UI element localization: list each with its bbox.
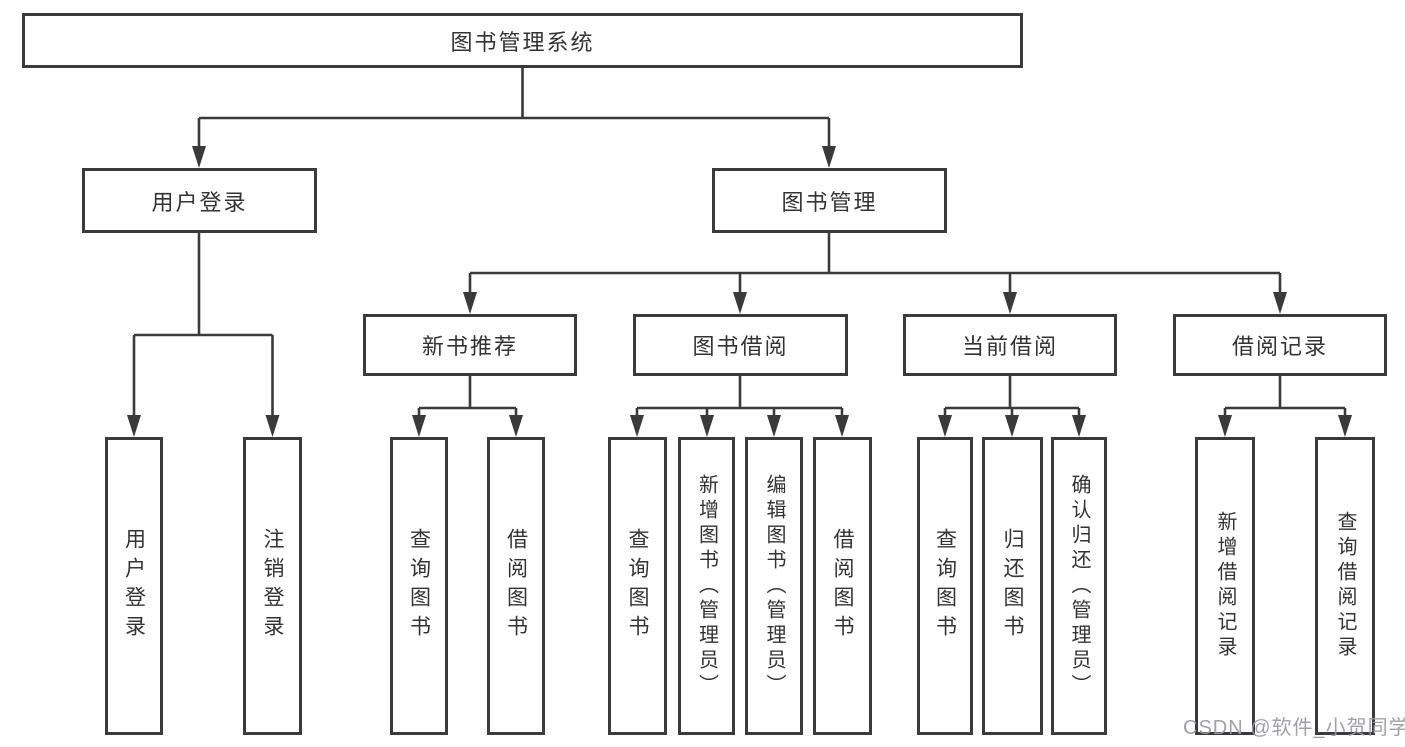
leaf-borrow-books-1: 借阅图书 [487,437,545,735]
leaf-query-borrow-record: 查询借阅记录 [1315,437,1375,735]
csdn-watermark: CSDN @软件_小贺同学 [1183,717,1405,739]
leaf-logout: 注销登录 [243,437,302,735]
node-borrowing-records: 借阅记录 [1173,314,1387,376]
node-book-borrowing: 图书借阅 [633,314,848,376]
leaf-edit-books-admin: 编辑图书（管理员） [745,437,803,735]
leaf-add-borrow-record: 新增借阅记录 [1195,437,1255,735]
arrowheads [127,146,1352,437]
leaf-confirm-return-admin: 确认归还（管理员） [1051,437,1107,735]
node-user-login: 用户登录 [82,168,317,233]
leaf-query-books-1: 查询图书 [390,437,448,735]
leaf-return-books: 归还图书 [982,437,1043,735]
node-current-borrowing: 当前借阅 [903,314,1117,376]
node-new-book-recommendation: 新书推荐 [363,314,577,376]
leaf-user-login: 用户登录 [105,437,163,735]
node-book-management: 图书管理 [712,168,947,233]
leaf-query-books-2: 查询图书 [608,437,667,735]
leaf-borrow-books-2: 借阅图书 [813,437,872,735]
leaf-query-books-3: 查询图书 [917,437,973,735]
leaf-add-books-admin: 新增图书（管理员） [678,437,735,735]
node-root-system: 图书管理系统 [22,13,1023,68]
